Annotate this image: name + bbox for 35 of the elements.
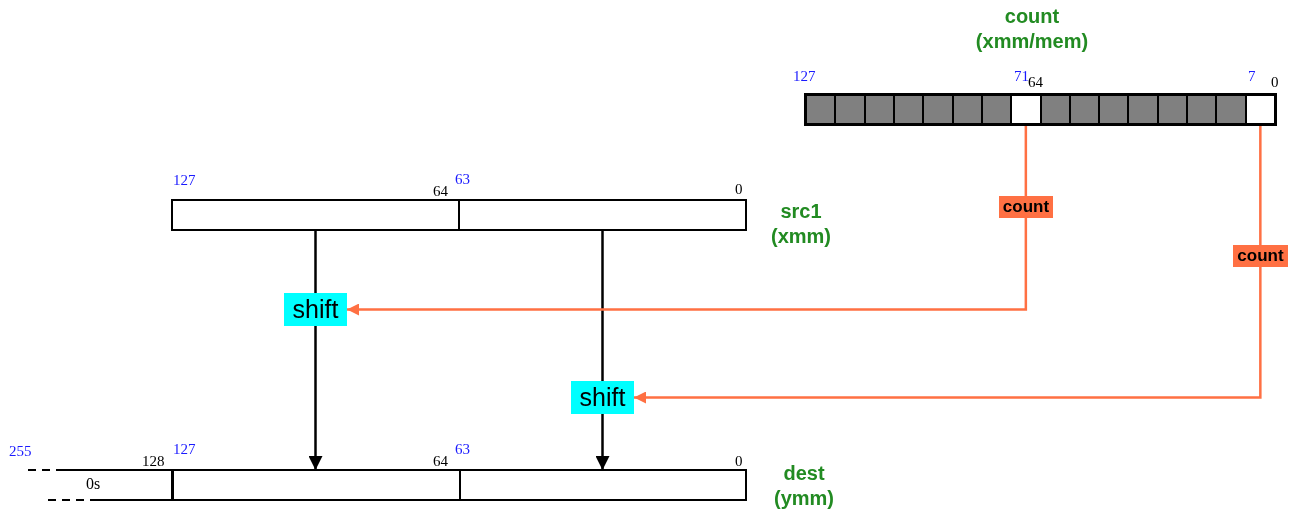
bit-number: 64 (433, 183, 448, 199)
register-cell (1245, 95, 1275, 124)
register-cell (173, 470, 460, 500)
connector-line (601, 230, 604, 381)
bit-number: 255 (9, 443, 32, 459)
operation-label: shift (284, 293, 347, 326)
bit-number: 127 (793, 68, 816, 84)
field-text: 0s (86, 475, 101, 493)
bit-number: 0 (735, 453, 743, 469)
edge-label: count (998, 196, 1054, 218)
register-name: count (xmm/mem) (974, 4, 1090, 54)
bit-number: 128 (142, 453, 165, 469)
bit-number: 0 (735, 181, 743, 197)
bit-number: 0 (1271, 74, 1279, 90)
bit-number: 64 (1028, 74, 1043, 90)
connector-line (314, 230, 317, 293)
edge-label: count (1233, 245, 1288, 267)
register-cell (172, 200, 459, 230)
bit-number: 64 (433, 453, 448, 469)
bit-number: 71 (1014, 68, 1029, 84)
register-name: src1 (xmm) (770, 199, 832, 249)
operation-label: shift (571, 381, 634, 414)
bit-number: 63 (455, 171, 470, 187)
bit-number: 7 (1248, 68, 1256, 84)
bit-number: 63 (455, 441, 470, 457)
bit-number: 127 (173, 172, 196, 188)
arrow (308, 326, 323, 470)
register-name: dest (ymm) (773, 461, 835, 511)
register-cell (459, 200, 746, 230)
register-cell (1011, 95, 1041, 124)
arrow (347, 124, 1028, 316)
arrow (634, 124, 1262, 404)
register-cell (459, 470, 746, 500)
bit-number: 127 (173, 441, 196, 457)
arrow (595, 414, 610, 470)
